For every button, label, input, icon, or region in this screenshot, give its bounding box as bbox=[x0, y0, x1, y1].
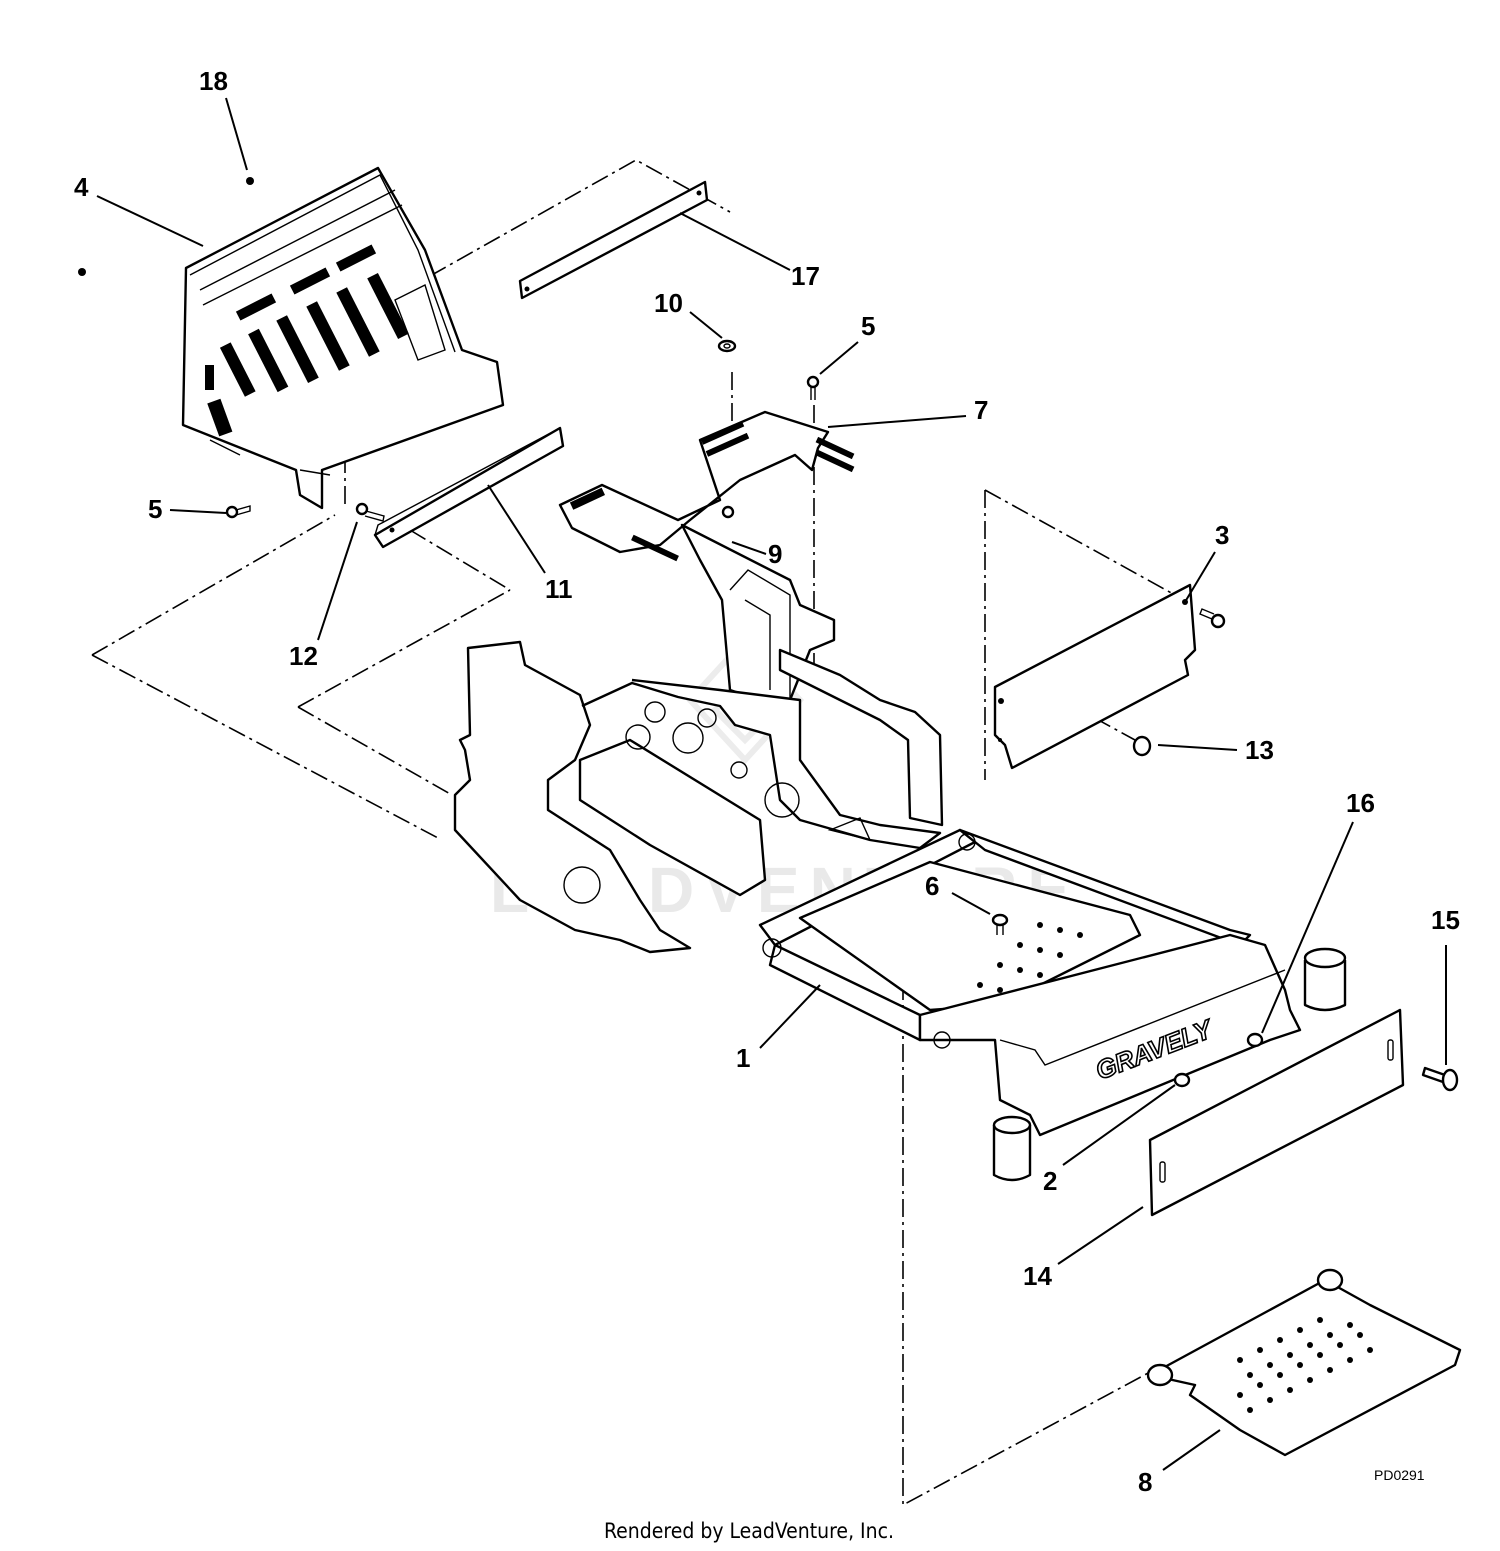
grille-guard bbox=[78, 166, 505, 510]
callout-11: 11 bbox=[545, 574, 573, 604]
caster-tube-left bbox=[992, 1115, 1032, 1182]
nut-2 bbox=[1173, 1072, 1191, 1088]
callout-8: 8 bbox=[1138, 1467, 1152, 1497]
callout-18: 18 bbox=[199, 66, 228, 96]
callout-9: 9 bbox=[768, 539, 782, 569]
callout-2: 2 bbox=[1043, 1166, 1057, 1196]
caster-tube-right bbox=[1303, 947, 1347, 1012]
washer-10 bbox=[717, 339, 737, 353]
bolt-3 bbox=[1199, 608, 1226, 629]
callout-13: 13 bbox=[1245, 735, 1274, 765]
nut-16 bbox=[1246, 1032, 1264, 1048]
callout-17: 17 bbox=[791, 261, 820, 291]
leader-lines bbox=[96, 97, 1447, 1471]
callout-10: 10 bbox=[654, 288, 683, 318]
drawing-id: PD0291 bbox=[1374, 1467, 1425, 1483]
plug-13 bbox=[1132, 735, 1152, 757]
bolt-5-left bbox=[225, 505, 251, 519]
bolt-12 bbox=[355, 502, 385, 522]
callouts: 18 4 17 10 5 7 5 9 11 12 3 13 16 15 6 1 … bbox=[74, 66, 1460, 1497]
callout-5-top: 5 bbox=[861, 311, 875, 341]
callout-7: 7 bbox=[974, 395, 988, 425]
callout-12: 12 bbox=[289, 641, 318, 671]
callout-4: 4 bbox=[74, 172, 89, 202]
callout-16: 16 bbox=[1346, 788, 1375, 818]
side-panel-3 bbox=[993, 583, 1197, 770]
callout-15: 15 bbox=[1431, 905, 1460, 935]
bolt-15 bbox=[1421, 1066, 1459, 1092]
footer-credit: Rendered by LeadVenture, Inc. bbox=[604, 1519, 894, 1543]
bolt-5-top bbox=[806, 375, 820, 400]
seat-bracket-7 bbox=[558, 410, 855, 562]
flat-bar-17 bbox=[518, 180, 709, 300]
foot-plate-8 bbox=[1146, 1268, 1462, 1457]
callout-6: 6 bbox=[925, 871, 939, 901]
main-frame: GRAVELY bbox=[453, 640, 1302, 1137]
callout-1: 1 bbox=[736, 1043, 750, 1073]
callout-3: 3 bbox=[1215, 520, 1229, 550]
plate-14 bbox=[1148, 1008, 1405, 1217]
angle-bar-11 bbox=[373, 426, 565, 549]
callout-14: 14 bbox=[1023, 1261, 1052, 1291]
pin-6 bbox=[991, 913, 1009, 935]
callout-5-left: 5 bbox=[148, 494, 162, 524]
